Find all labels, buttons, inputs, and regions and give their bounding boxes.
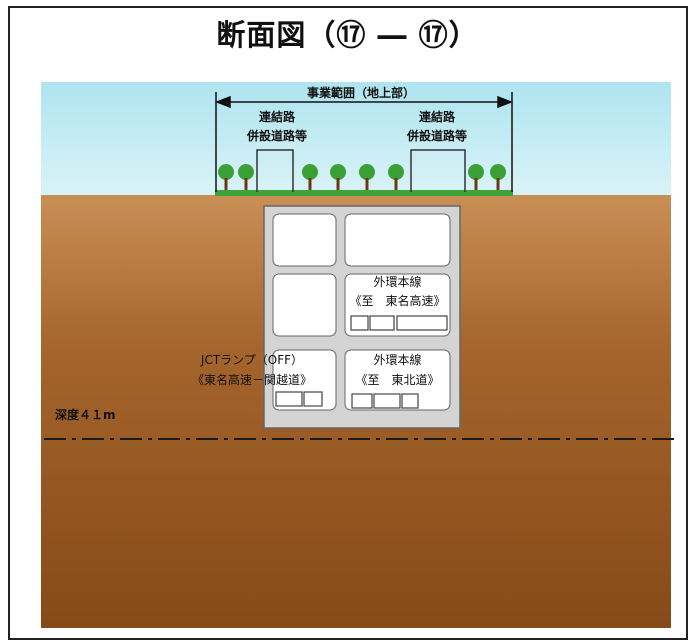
jct-ramp-label: JCTランプ（OFF） 《東名高速－関越道》 — [191, 353, 312, 387]
main-line-tohoku-label: 外環本線 《至 東北道》 — [355, 353, 440, 387]
tree-icon — [218, 164, 506, 190]
surface-roads — [256, 149, 466, 192]
underground-box — [263, 205, 461, 429]
project-range-label: 事業範囲（地上部） — [306, 86, 415, 100]
project-range-arrow — [214, 92, 514, 192]
connecting-road-left-label: 連結路 併設道路等 — [246, 110, 307, 143]
connecting-road-right-label: 連結路 併設道路等 — [406, 110, 467, 143]
main-line-tomei-label: 外環本線 《至 東名高速》 — [349, 275, 446, 308]
sky-band — [41, 82, 671, 195]
diagram-title: 断面図（⑰ ― ⑰） — [216, 18, 479, 52]
depth-label: 深度４１m — [55, 408, 116, 422]
grass-strip — [215, 190, 513, 196]
